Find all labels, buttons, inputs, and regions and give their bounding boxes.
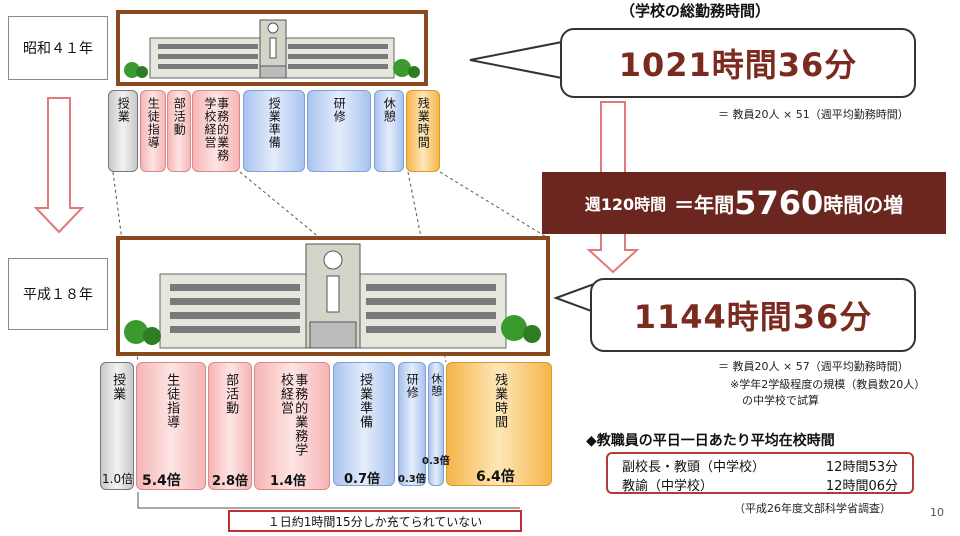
era-label-s41-text: 昭和４１年 <box>23 41 93 57</box>
mult-bukatsu: 2.8倍 <box>212 474 249 489</box>
bottom-note-text: １日約1時間15分しか充てられていない <box>267 514 483 529</box>
h18-seg-label: 授業準備 <box>357 373 373 429</box>
h18-seg-jugyo: 授業 <box>100 362 134 490</box>
s41-seg-jimu: 事務的業務学校経営 <box>192 90 240 172</box>
school-building-icon <box>124 19 420 79</box>
era-label-s41: 昭和４１年 <box>8 16 108 80</box>
s41-seg-bukatsu: 部活動 <box>167 90 191 172</box>
avg-role: 副校長・教頭（中学校） <box>622 460 766 475</box>
banner-suffix: 時間の増 <box>823 192 904 217</box>
callout-total-s41-text: 1021時間36分 <box>618 46 858 84</box>
h18-seg-zangyo: 残業時間 <box>446 362 552 486</box>
scale-note-line1: ※学年2学級程度の規模（教員数20人） <box>730 378 926 391</box>
s41-seg-junbi: 授業準備 <box>243 90 305 172</box>
h18-seg-junbi: 授業準備 <box>333 362 395 486</box>
h18-seg-label: 生徒指導 <box>164 373 180 429</box>
callout-total-s41: 1021時間36分 <box>560 28 916 98</box>
scale-note-line2: の中学校で試算 <box>742 394 819 407</box>
banner-mid: ＝年間 <box>674 192 735 217</box>
s41-seg-label: 授業準備 <box>267 97 282 149</box>
mult-junbi: 0.7倍 <box>344 472 381 487</box>
h18-seg-bukatsu: 部活動 <box>208 362 252 490</box>
mult-zangyo: 6.4倍 <box>476 469 515 485</box>
mult-jimu: 1.4倍 <box>270 474 307 489</box>
avg-role: 教諭（中学校） <box>622 479 714 494</box>
mult-kyukei: 0.3倍 <box>422 456 450 467</box>
mult-kenshu: 0.3倍 <box>398 474 426 485</box>
h18-seg-seito: 生徒指導 <box>136 362 206 490</box>
h18-seg-label: 授業 <box>110 373 126 401</box>
avg-time: 12時間06分 <box>825 479 898 494</box>
callout-total-h18-text: 1144時間36分 <box>633 298 873 336</box>
s41-seg-label: 休憩 <box>382 97 397 123</box>
mult-seito: 5.4倍 <box>142 473 181 489</box>
s41-seg-kenshu: 研修 <box>307 90 371 172</box>
down-arrow-left <box>33 97 85 234</box>
callout-total-h18: 1144時間36分 <box>590 278 916 352</box>
banner-prefix: 週120時間 <box>584 195 667 214</box>
h18-seg-kyukei: 休憩 <box>428 362 444 486</box>
school-illustration-h18 <box>116 236 550 356</box>
banner-number: 5760 <box>734 184 824 222</box>
h18-seg-label: 研修 <box>405 373 420 399</box>
h18-seg-label: 休憩 <box>429 373 443 397</box>
h18-seg-label: 残業時間 <box>492 373 508 429</box>
s41-seg-kyukei: 休憩 <box>374 90 404 172</box>
s41-seg-label: 事務的業務学校経営 <box>203 97 230 162</box>
era-label-h18: 平成１８年 <box>8 258 108 330</box>
s41-seg-label: 残業時間 <box>416 97 431 149</box>
s41-seg-zangyo: 残業時間 <box>406 90 440 172</box>
h18-seg-label: 部活動 <box>223 373 239 415</box>
mult-jugyo: 1.0倍 <box>102 472 134 486</box>
avg-row: 副校長・教頭（中学校） 12時間53分 <box>622 456 898 475</box>
page-number: 10 <box>930 506 944 519</box>
formula-s41: ＝ 教員20人 × 51（週平均勤務時間） <box>718 108 909 121</box>
h18-seg-jimu: 事務的業務学校経営 <box>254 362 330 490</box>
increase-banner: 週120時間 ＝年間 5760 時間の増 <box>542 172 946 234</box>
avg-table: 副校長・教頭（中学校） 12時間53分 教諭（中学校） 12時間06分 <box>606 452 914 494</box>
s41-seg-label: 研修 <box>332 97 347 123</box>
avg-title: ◆教職員の平日一日あたり平均在校時間 <box>586 433 835 449</box>
h18-seg-label: 事務的業務学校経営 <box>278 373 308 457</box>
top-title: （学校の総勤務時間） <box>620 2 771 20</box>
era-label-h18-text: 平成１８年 <box>23 287 93 303</box>
avg-row: 教諭（中学校） 12時間06分 <box>622 475 898 494</box>
source-note: （平成26年度文部科学省調査） <box>734 502 891 515</box>
formula-h18: ＝ 教員20人 × 57（週平均勤務時間） <box>718 360 909 373</box>
s41-seg-label: 部活動 <box>172 97 187 136</box>
s41-seg-seito: 生徒指導 <box>140 90 166 172</box>
s41-seg-label: 生徒指導 <box>146 97 161 149</box>
avg-time: 12時間53分 <box>825 460 898 475</box>
h18-seg-kenshu: 研修 <box>398 362 426 486</box>
s41-seg-label: 授業 <box>116 97 131 123</box>
school-illustration-s41 <box>116 10 428 86</box>
s41-seg-jugyo: 授業 <box>108 90 138 172</box>
bottom-note: １日約1時間15分しか充てられていない <box>228 510 522 532</box>
school-building-icon <box>124 243 541 349</box>
